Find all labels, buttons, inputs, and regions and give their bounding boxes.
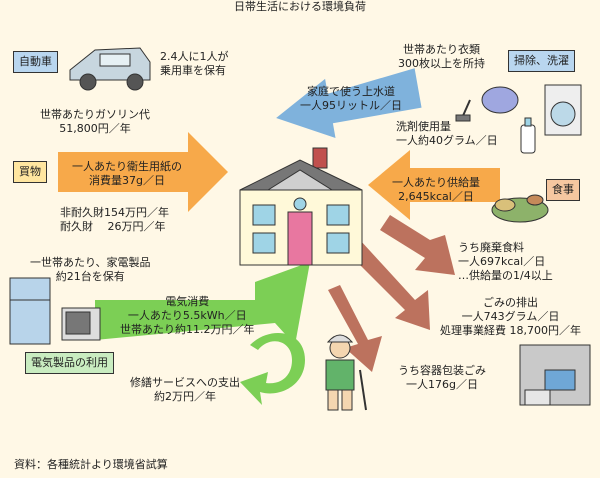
durables-text: 非耐久財154万円／年耐久財 26万円／年 [60,206,169,233]
repair-text: 修繕サービスへの支出約2万円／年 [130,376,240,403]
tv-illustration [61,307,101,341]
garbage-pile-illustration [519,344,591,406]
electricity-text: 電気消費一人あたり5.5kWh／日世帯あたり約11.2万円／年 [120,295,255,336]
food-waste-text: うち廃棄食料一人697kcal／日…供給量の1/4以上 [458,241,553,282]
car-ownership-text: 2.4人に1人が乗用車を保有 [160,50,229,77]
electric-label: 電気製品の利用 [25,352,114,374]
food-scraps-illustration [491,194,549,223]
repair-cycle-arrow [240,333,305,405]
tissue-text: 一人あたり衛生用紙の消費量37g／日 [72,160,182,187]
shopping-label: 買物 [13,161,47,183]
water-arrow [276,68,422,139]
electricity-arrow [95,262,310,345]
meals-label: 食事 [546,179,580,201]
detergent-illustration [520,117,536,154]
food-arrow [368,150,500,220]
food-waste-arrow [380,215,455,275]
source-note: 資料：各種統計より環境省試算 [14,458,168,471]
car-label: 自動車 [13,51,58,73]
worker-illustration [325,334,367,411]
shopping-arrow [58,132,228,212]
appliances-text: 一世帯あたり、家電製品約21台を保有 [30,256,151,283]
washing-machine-illustration [544,84,582,136]
vacuum-illustration [455,86,519,122]
detergent-text: 洗剤使用量一人約40グラム／日 [396,120,498,147]
refrigerator-illustration [9,277,51,345]
garbage-arrow [345,240,430,330]
packaging-text: うち容器包装ごみ一人176g／日 [398,364,486,391]
page-title: 日帯生活における環境負荷 [234,0,366,13]
house-illustration [239,147,363,266]
car-illustration [69,47,151,91]
garbage-text: ごみの排出一人743グラム／日処理事業経費 18,700円／年 [440,296,581,337]
packaging-arrow [328,285,382,372]
water-text: 家庭で使う上水道一人95リットル／日 [300,85,402,112]
cleaning-label: 掃除、洗濯 [508,50,575,72]
